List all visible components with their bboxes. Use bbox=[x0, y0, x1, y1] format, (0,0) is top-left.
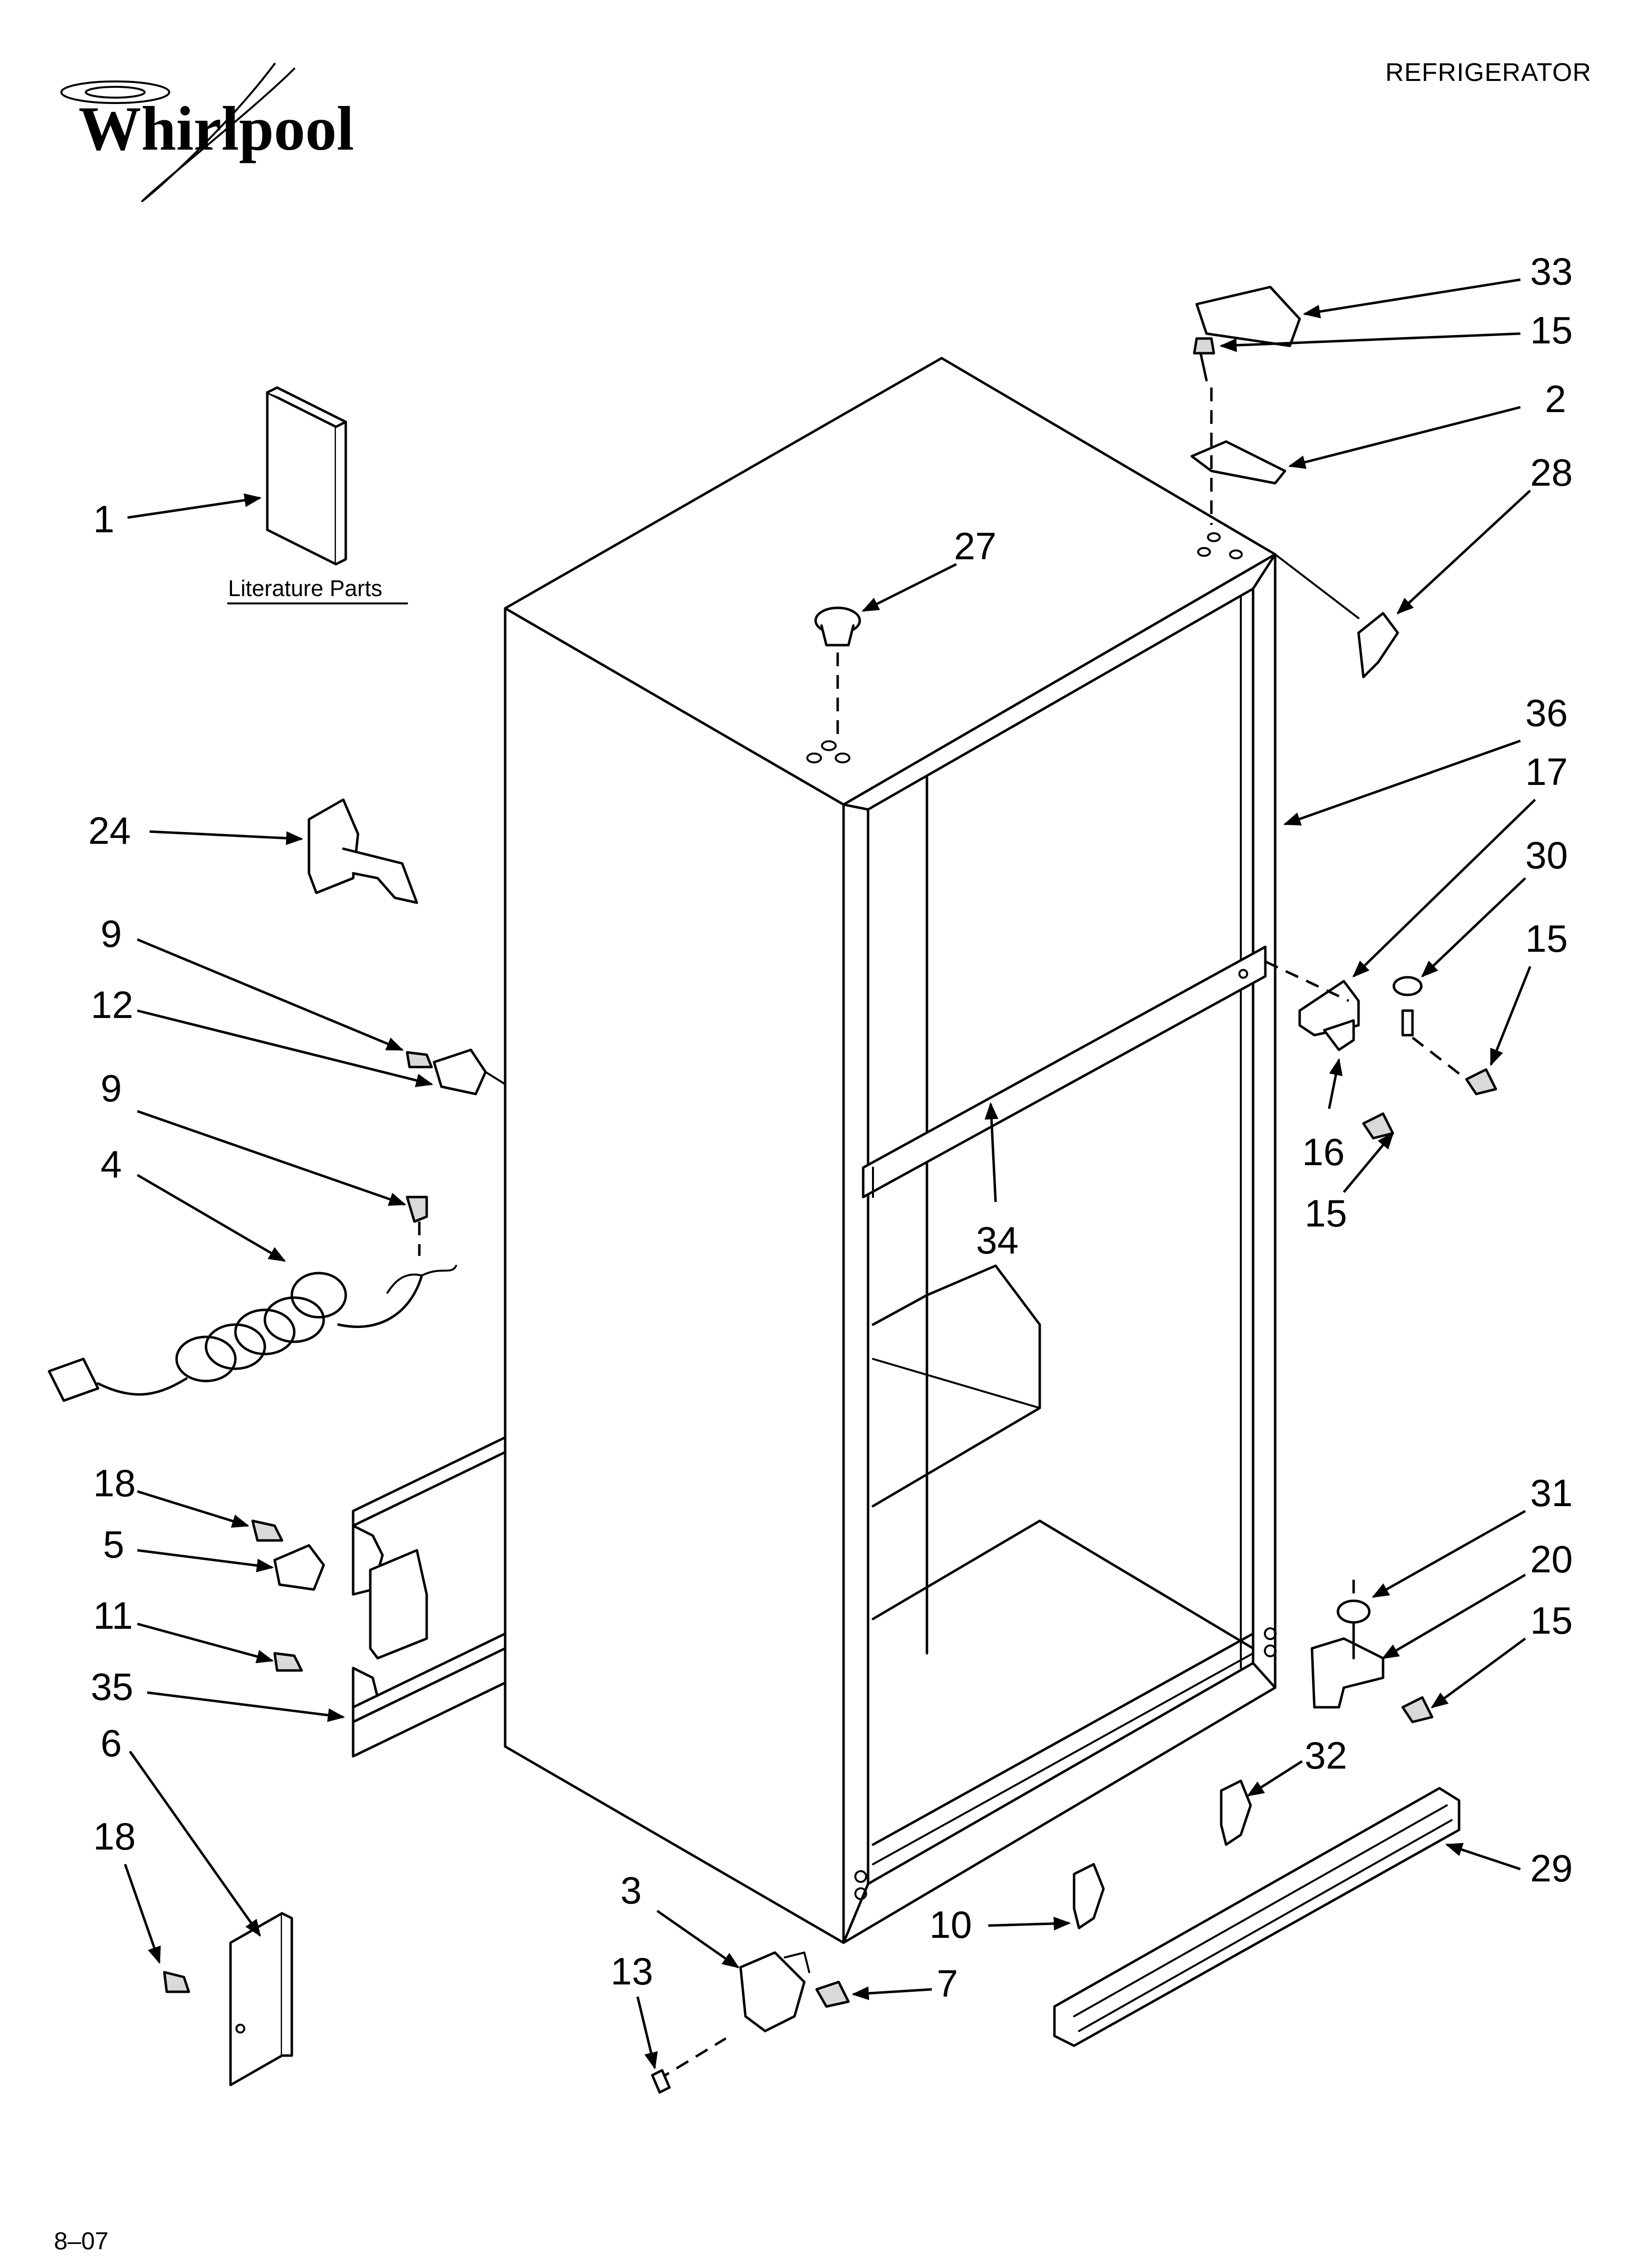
callout-20: 20 bbox=[1530, 1538, 1573, 1581]
hinge-screw-top bbox=[1193, 337, 1215, 382]
pin bbox=[651, 2069, 671, 2094]
callout-28: 28 bbox=[1530, 451, 1573, 494]
brand-wordmark: Whirlpool bbox=[78, 94, 354, 163]
callout-9-lower: 9 bbox=[101, 1067, 122, 1110]
callout-29: 29 bbox=[1530, 1847, 1573, 1890]
rear-bracket-assembly bbox=[352, 1436, 507, 1758]
bracket-screw-7 bbox=[815, 1981, 850, 2008]
bracket-screw-18 bbox=[251, 1519, 283, 1542]
callout-leaders bbox=[124, 278, 1536, 2070]
callout-24: 24 bbox=[88, 809, 131, 852]
callout-3: 3 bbox=[620, 1869, 641, 1912]
cover-screw bbox=[163, 1971, 190, 1993]
bracket-screw-11 bbox=[273, 1652, 303, 1672]
callout-1: 1 bbox=[93, 497, 114, 541]
hinge-cap bbox=[1357, 612, 1399, 678]
condenser-fan-bracket bbox=[739, 1951, 810, 2033]
clamp-screw bbox=[406, 1051, 433, 1069]
callout-16: 16 bbox=[1302, 1130, 1345, 1173]
callout-36: 36 bbox=[1525, 691, 1568, 734]
bottom-hinge-assembly bbox=[1310, 1599, 1434, 1723]
callout-4: 4 bbox=[101, 1143, 122, 1186]
callout-17: 17 bbox=[1525, 750, 1568, 793]
callout-15-bottom: 15 bbox=[1530, 1599, 1573, 1642]
callout-32: 32 bbox=[1305, 1734, 1347, 1777]
ground-screw bbox=[406, 1196, 428, 1223]
callout-27: 27 bbox=[954, 524, 997, 568]
callout-30: 30 bbox=[1525, 834, 1568, 877]
power-cord bbox=[48, 1265, 457, 1402]
grille-clip-32 bbox=[1220, 1779, 1252, 1846]
callout-15-mid: 15 bbox=[1525, 917, 1568, 960]
callout-9-upper: 9 bbox=[101, 912, 122, 955]
callout-7: 7 bbox=[937, 1962, 958, 2005]
callout-12: 12 bbox=[91, 983, 133, 1026]
base-grille bbox=[1053, 1787, 1461, 2047]
callout-labels: 1 33 15 2 28 27 36 17 30 15 24 9 12 9 4 … bbox=[88, 250, 1573, 2005]
callout-10: 10 bbox=[929, 1903, 972, 1946]
callout-34: 34 bbox=[976, 1219, 1019, 1262]
footer-code: 8–07 bbox=[54, 2227, 108, 2255]
callout-18-lower: 18 bbox=[93, 1815, 136, 1858]
top-hinge bbox=[1190, 440, 1286, 485]
hinge-cover bbox=[1195, 286, 1301, 347]
bracket-clamp bbox=[273, 1544, 325, 1591]
callout-15-top: 15 bbox=[1530, 309, 1573, 352]
callout-15-lower: 15 bbox=[1305, 1192, 1347, 1235]
callout-11: 11 bbox=[93, 1594, 133, 1637]
callout-33: 33 bbox=[1530, 250, 1573, 293]
door-stop bbox=[308, 798, 418, 904]
callout-35: 35 bbox=[91, 1665, 133, 1708]
refrigerator-cabinet bbox=[504, 357, 1277, 1944]
cord-clamp bbox=[433, 1048, 487, 1095]
literature-label: Literature Parts bbox=[228, 575, 382, 601]
access-cover bbox=[229, 1912, 293, 2086]
callout-13: 13 bbox=[611, 1950, 653, 1993]
grille-clip-10 bbox=[1073, 1863, 1105, 1929]
callout-5: 5 bbox=[103, 1523, 124, 1566]
callout-31: 31 bbox=[1530, 1471, 1573, 1514]
whirlpool-logo: Whirlpool bbox=[60, 63, 354, 202]
callout-18-upper: 18 bbox=[93, 1461, 136, 1505]
page-title: REFRIGERATOR bbox=[1385, 58, 1591, 87]
top-plug bbox=[814, 606, 861, 647]
callout-6: 6 bbox=[101, 1721, 122, 1765]
callout-2: 2 bbox=[1545, 377, 1566, 420]
literature-parts bbox=[266, 386, 347, 566]
center-hinge-assembly bbox=[1298, 976, 1497, 1140]
mullion-divider-bar bbox=[862, 945, 1267, 1199]
